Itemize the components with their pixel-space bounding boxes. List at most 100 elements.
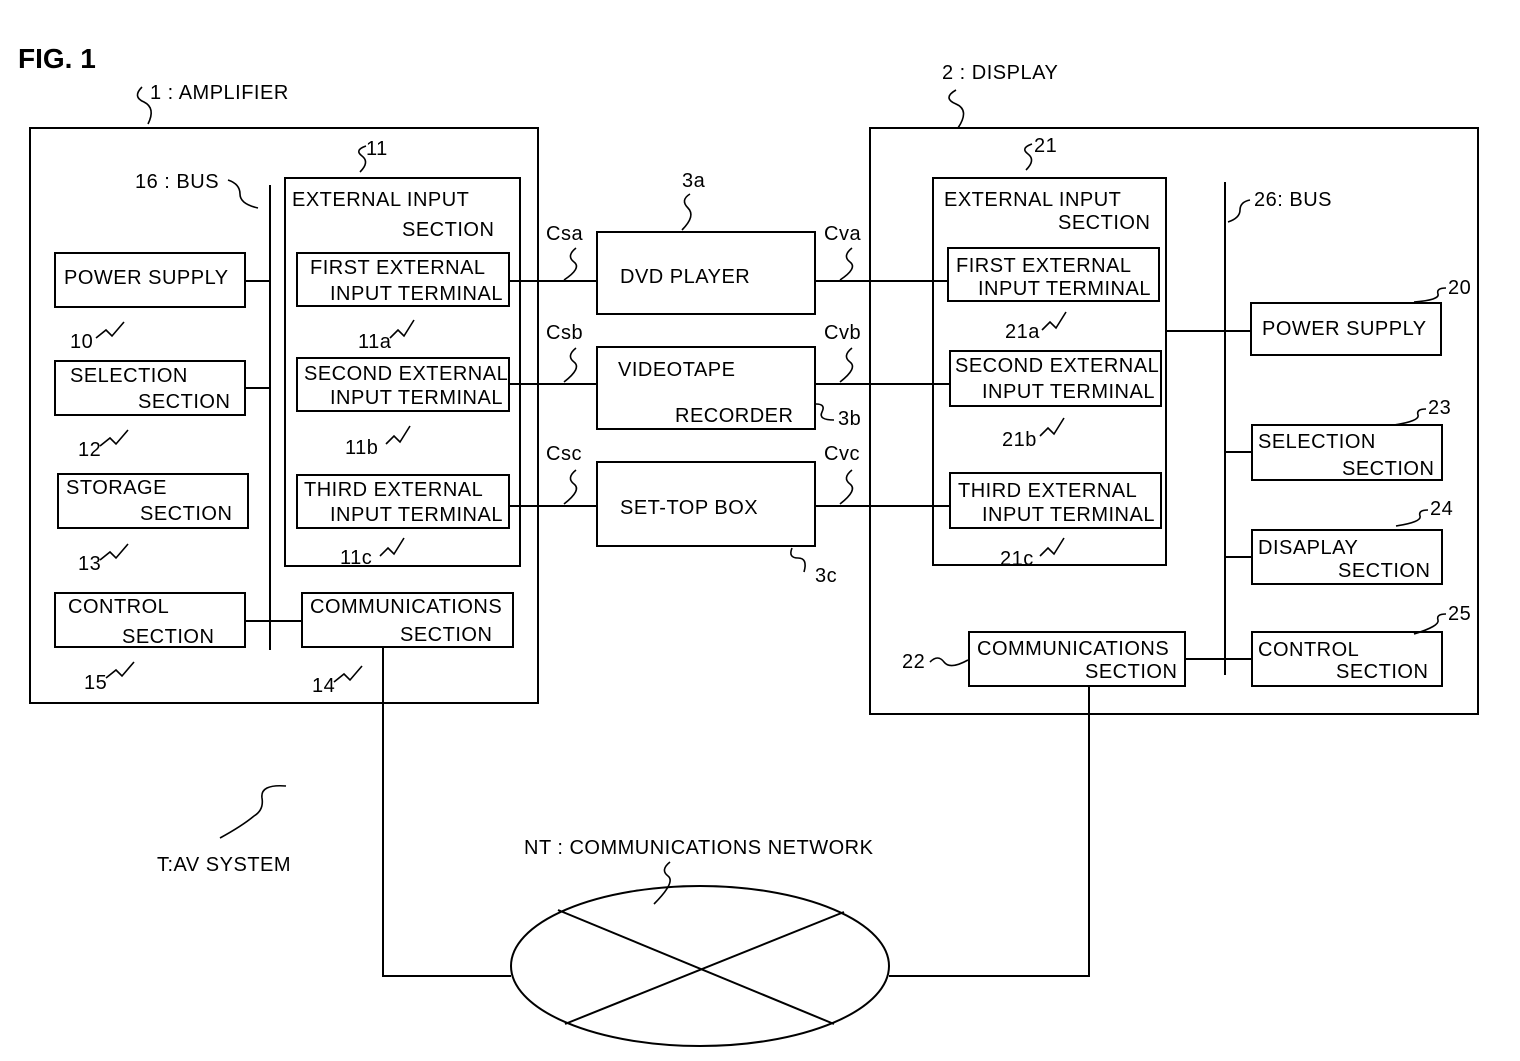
disp-terminal-c-leader bbox=[1040, 538, 1064, 556]
disp-control-ref: 25 bbox=[1448, 603, 1471, 625]
disp-terminal-a-line2: INPUT TERMINAL bbox=[978, 278, 1151, 300]
disp-control-line2: SECTION bbox=[1336, 661, 1428, 683]
set-top-box-text: SET-TOP BOX bbox=[620, 497, 758, 519]
cable-csb-label: Csb bbox=[546, 322, 583, 344]
amp-terminal-b-line1: SECOND EXTERNAL bbox=[304, 363, 508, 385]
dvd-player-text: DVD PLAYER bbox=[620, 266, 750, 288]
amp-external-input-ref: 11 bbox=[366, 138, 388, 160]
amp-selection-leader bbox=[100, 430, 128, 446]
disp-terminal-b-ref: 21b bbox=[1002, 429, 1037, 451]
system-label: T:AV SYSTEM bbox=[157, 854, 291, 876]
display-bus-leader bbox=[1228, 200, 1250, 222]
amp-external-input-line1: EXTERNAL INPUT bbox=[292, 189, 469, 211]
amp-terminal-c-line2: INPUT TERMINAL bbox=[330, 504, 503, 526]
amp-terminal-c-line1: THIRD EXTERNAL bbox=[304, 479, 483, 501]
amp-selection-line1: SELECTION bbox=[70, 365, 188, 387]
amp-storage-leader bbox=[100, 544, 128, 560]
disp-selection-line1: SELECTION bbox=[1258, 431, 1376, 453]
vcr-line1: VIDEOTAPE bbox=[618, 359, 736, 381]
amp-terminal-a-leader bbox=[390, 320, 414, 338]
amp-to-network-line bbox=[383, 647, 511, 976]
disp-external-input-ref: 21 bbox=[1034, 135, 1057, 157]
amp-communications-ref: 14 bbox=[312, 675, 335, 697]
amp-power-supply-ref: 10 bbox=[70, 331, 93, 353]
display-leader bbox=[949, 90, 964, 128]
amp-terminal-b-ref: 11b bbox=[345, 437, 378, 459]
vcr-leader bbox=[816, 404, 834, 420]
disp-terminal-c-line2: INPUT TERMINAL bbox=[982, 504, 1155, 526]
amp-power-supply-text: POWER SUPPLY bbox=[64, 267, 229, 289]
cable-cva-label: Cva bbox=[824, 223, 861, 245]
set-top-box-ref: 3c bbox=[815, 565, 837, 587]
network-leader bbox=[654, 862, 670, 904]
system-leader bbox=[220, 786, 286, 838]
amp-selection-ref: 12 bbox=[78, 439, 101, 461]
cable-cva-leader bbox=[840, 248, 852, 280]
set-top-box-leader bbox=[791, 548, 805, 572]
disp-display-section-line1: DISAPLAY bbox=[1258, 537, 1358, 559]
disp-selection-ref: 23 bbox=[1428, 397, 1451, 419]
cable-csc-leader bbox=[564, 470, 576, 504]
amp-power-supply-leader bbox=[96, 322, 124, 338]
disp-display-section-line2: SECTION bbox=[1338, 560, 1430, 582]
disp-communications-ref: 22 bbox=[902, 651, 925, 673]
cable-cvb-label: Cvb bbox=[824, 322, 861, 344]
cable-csc-label: Csc bbox=[546, 443, 582, 465]
dvd-player-leader bbox=[682, 194, 691, 230]
amp-terminal-c-leader bbox=[380, 538, 404, 556]
network-label: NT : COMMUNICATIONS NETWORK bbox=[524, 837, 874, 859]
cable-csa-label: Csa bbox=[546, 223, 583, 245]
disp-communications-line1: COMMUNICATIONS bbox=[977, 638, 1169, 660]
disp-external-input-line2: SECTION bbox=[1058, 212, 1150, 234]
disp-communications-line2: SECTION bbox=[1085, 661, 1177, 683]
amp-selection-line2: SECTION bbox=[138, 391, 230, 413]
display-to-network-line bbox=[889, 686, 1089, 976]
display-bus-label: 26: BUS bbox=[1254, 189, 1332, 211]
cable-cvc-leader bbox=[840, 470, 852, 504]
vcr-ref: 3b bbox=[838, 408, 861, 430]
vcr-line2: RECORDER bbox=[675, 405, 793, 427]
amp-terminal-b-line2: INPUT TERMINAL bbox=[330, 387, 503, 409]
cable-cvc-label: Cvc bbox=[824, 443, 860, 465]
figure-title: FIG. 1 bbox=[18, 43, 96, 74]
network-cross-line-2 bbox=[565, 912, 844, 1024]
disp-terminal-c-line1: THIRD EXTERNAL bbox=[958, 480, 1137, 502]
disp-power-supply-ref: 20 bbox=[1448, 277, 1471, 299]
source-devices: DVD PLAYER 3a VIDEOTAPE RECORDER 3b SET-… bbox=[597, 170, 861, 587]
amp-terminal-a-line1: FIRST EXTERNAL bbox=[310, 257, 486, 279]
amp-storage-line2: SECTION bbox=[140, 503, 232, 525]
disp-terminal-c-ref: 21c bbox=[1000, 548, 1034, 570]
display-label: 2 : DISPLAY bbox=[942, 62, 1058, 84]
amplifier-bus-label: 16 : BUS bbox=[135, 171, 219, 193]
amp-communications-line2: SECTION bbox=[400, 624, 492, 646]
network: NT : COMMUNICATIONS NETWORK bbox=[383, 647, 1089, 1046]
amplifier-bus-leader bbox=[228, 180, 258, 208]
disp-external-input-line1: EXTERNAL INPUT bbox=[944, 189, 1121, 211]
amp-communications-line1: COMMUNICATIONS bbox=[310, 596, 502, 618]
disp-power-supply-leader bbox=[1414, 288, 1446, 302]
dvd-player-ref: 3a bbox=[682, 170, 706, 192]
disp-selection-leader bbox=[1394, 409, 1426, 425]
disp-display-section-ref: 24 bbox=[1430, 498, 1453, 520]
amp-control-leader bbox=[106, 662, 134, 678]
amplifier-block: 1 : AMPLIFIER 16 : BUS POWER SUPPLY 10 S… bbox=[30, 82, 538, 703]
disp-external-input-leader bbox=[1025, 144, 1032, 170]
disp-selection-line2: SECTION bbox=[1342, 458, 1434, 480]
disp-terminal-b-leader bbox=[1040, 418, 1064, 436]
amp-control-ref: 15 bbox=[84, 672, 107, 694]
disp-terminal-a-ref: 21a bbox=[1005, 321, 1040, 343]
disp-terminal-b-line1: SECOND EXTERNAL bbox=[955, 355, 1159, 377]
disp-control-line1: CONTROL bbox=[1258, 639, 1359, 661]
disp-display-section-leader bbox=[1396, 510, 1428, 526]
amp-external-input-line2: SECTION bbox=[402, 219, 494, 241]
amplifier-label: 1 : AMPLIFIER bbox=[150, 82, 289, 104]
amp-control-line1: CONTROL bbox=[68, 596, 169, 618]
amp-terminal-a-ref: 11a bbox=[358, 331, 392, 353]
disp-terminal-a-leader bbox=[1042, 312, 1066, 330]
amp-terminal-b-leader bbox=[386, 426, 410, 444]
display-block: 2 : DISPLAY 26: BUS 21 EXTERNAL INPUT SE… bbox=[870, 62, 1478, 714]
amp-control-line2: SECTION bbox=[122, 626, 214, 648]
disp-terminal-a-line1: FIRST EXTERNAL bbox=[956, 255, 1132, 277]
display-box bbox=[870, 128, 1478, 714]
